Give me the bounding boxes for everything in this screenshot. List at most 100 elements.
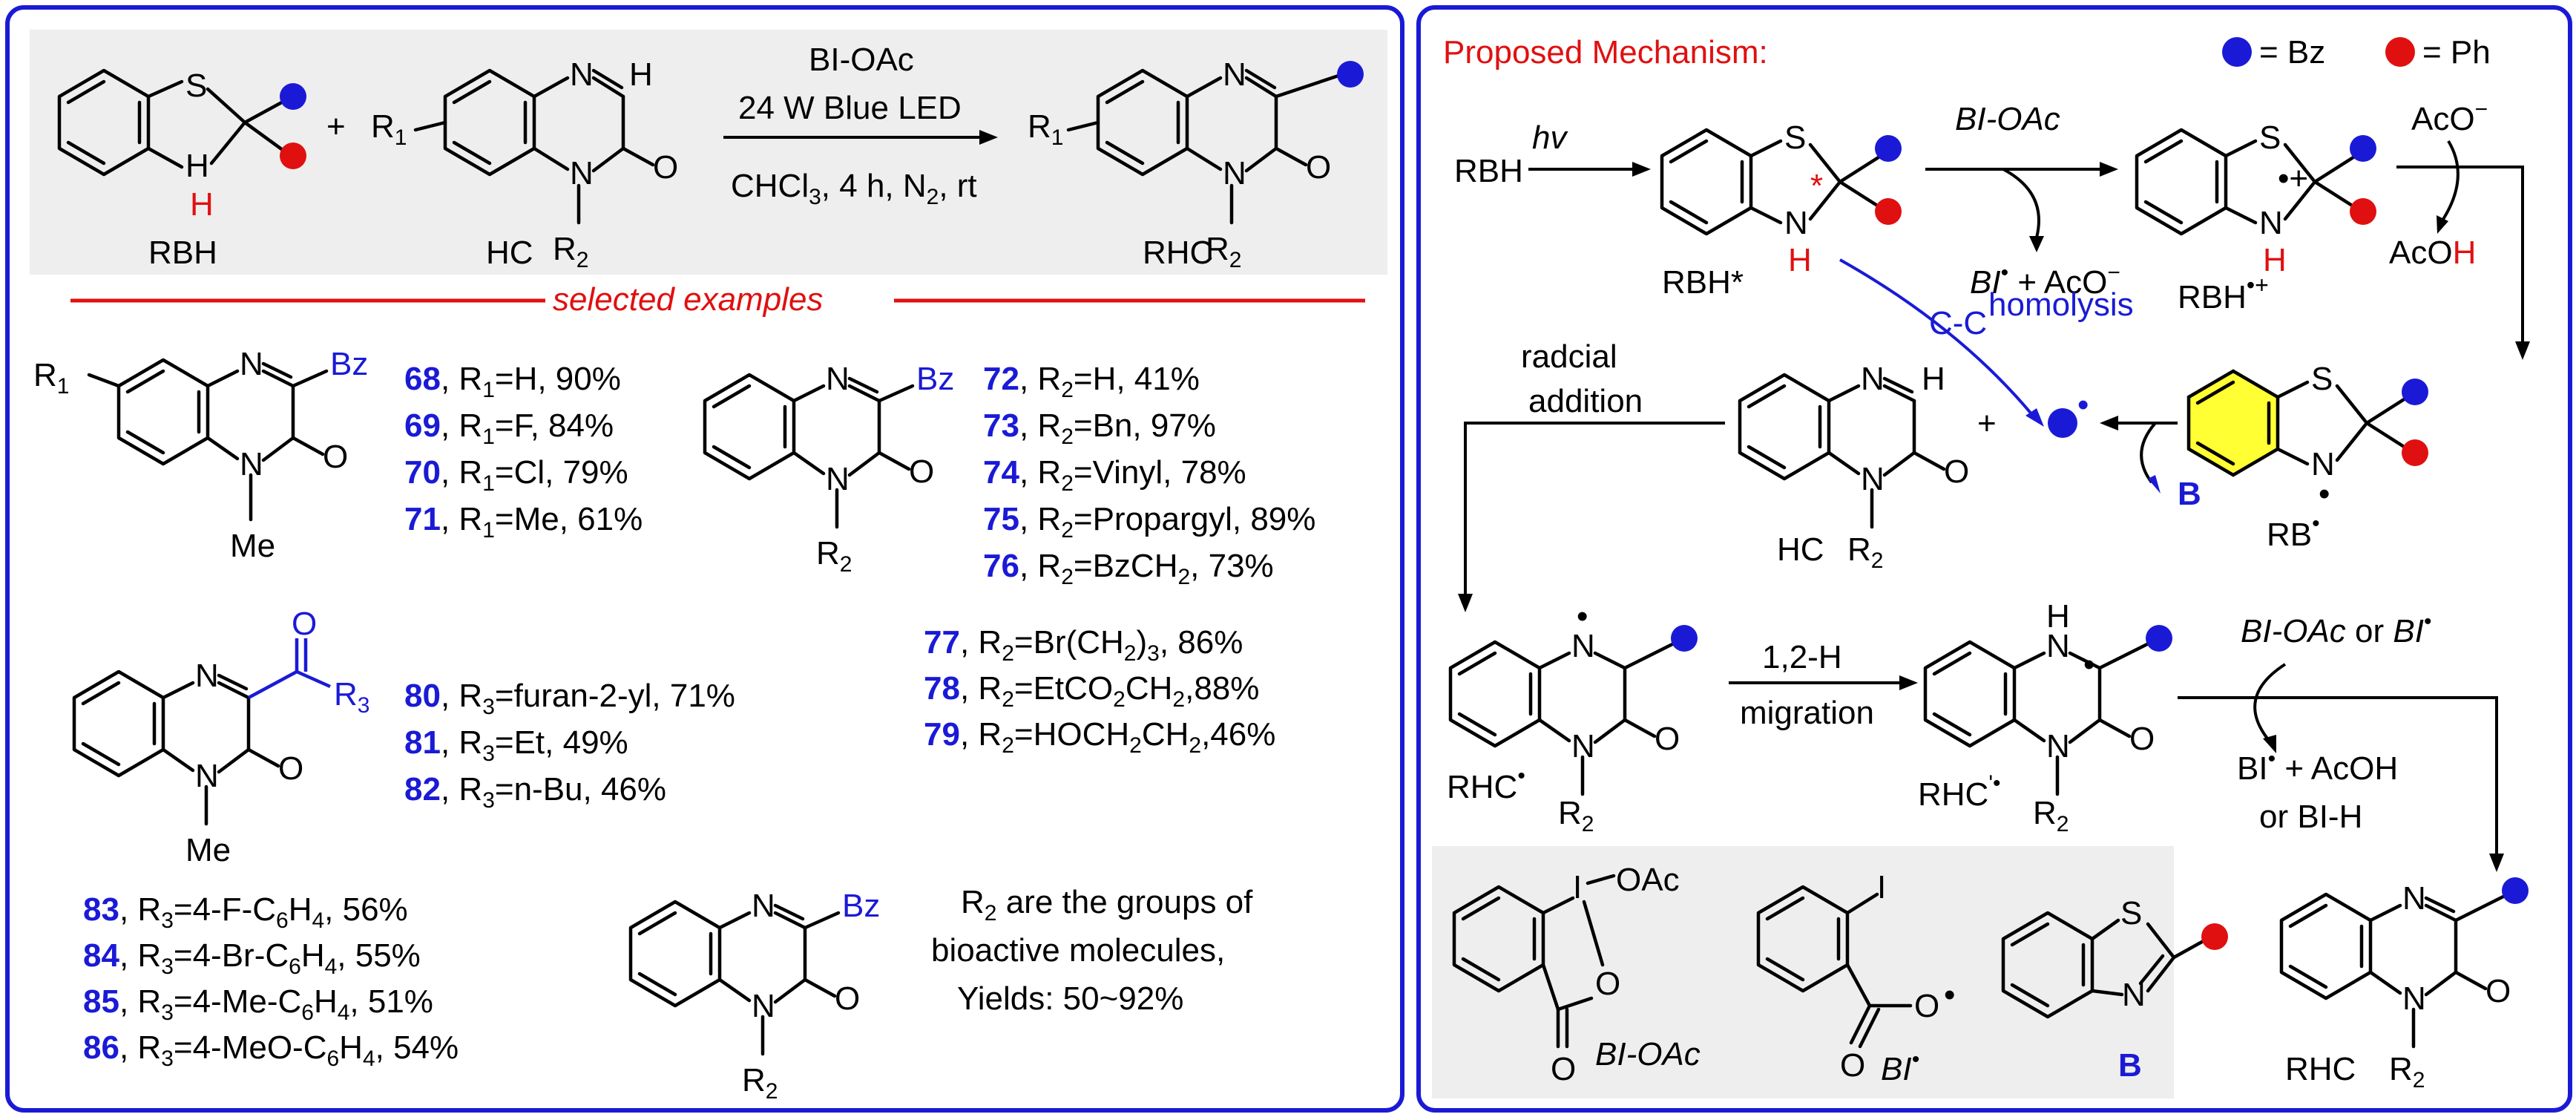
rhcf-n-top: N: [2402, 880, 2426, 917]
h-label: H: [185, 148, 209, 184]
svg-text:72, R2=H, 41%: 72, R2=H, 41%: [983, 361, 1200, 402]
bioac-structure: [1452, 874, 1616, 1049]
mech-hc-r2: R2: [1847, 531, 1883, 573]
mech-hc-label: HC: [1777, 531, 1824, 568]
ph-dot: [280, 143, 306, 169]
b-s: S: [2120, 895, 2142, 931]
rhc1-dot: •: [1577, 598, 1588, 635]
rbh-star-structure: [1660, 128, 1902, 236]
rhc1-r2: R2: [1558, 795, 1594, 836]
radical-addition-2: addition: [1528, 383, 1643, 419]
svg-text:81, R3=Et, 49%: 81, R3=Et, 49%: [404, 724, 628, 766]
ex1-o: O: [323, 439, 348, 475]
rhcf-o: O: [2485, 973, 2511, 1009]
ex3-o: O: [278, 750, 303, 787]
rbh-label: RBH: [148, 235, 217, 271]
bz-dot: [280, 83, 306, 110]
rhc-o: O: [1306, 149, 1331, 186]
bioac-i: I: [1573, 869, 1582, 905]
radcat-n: N: [2259, 205, 2283, 241]
rhc1-o: O: [1655, 721, 1680, 757]
hc-label: HC: [486, 235, 533, 271]
svg-text:78, R2=EtCO2CH2,88%: 78, R2=EtCO2CH2,88%: [924, 670, 1259, 712]
bi-o-dot: •: [1944, 977, 1955, 1013]
ex4-n-bottom: N: [752, 988, 775, 1024]
bioactive-line1: R2 are the groups of: [961, 884, 1253, 926]
rhc-final-structure: [2279, 877, 2529, 1049]
svg-text:86, R3=4-MeO-C6H4, 54%: 86, R3=4-MeO-C6H4, 54%: [83, 1029, 459, 1071]
ex3-o-carbonyl: O: [292, 606, 317, 642]
hc-n-bottom: N: [570, 155, 594, 191]
radcat-h: H: [2263, 242, 2287, 278]
migration-2: migration: [1740, 695, 1874, 731]
ex2-n-bottom: N: [826, 461, 850, 497]
example-structure-1: [87, 358, 329, 522]
rhc2-h: H: [2046, 598, 2070, 635]
migration-1: 1,2-H: [1762, 639, 1842, 675]
bottom-gray-box: [1432, 846, 2174, 1098]
b-structure: [2001, 911, 2228, 1019]
rhc-dot-label: RHC•: [1447, 764, 1525, 805]
right-panel-border: [1416, 5, 2572, 1113]
hc-h: H: [629, 56, 653, 93]
examples-group4: 80, R3=furan-2-yl, 71% 81, R3=Et, 49% 82…: [404, 678, 735, 813]
rhc-n-bottom: N: [1223, 155, 1246, 191]
selected-examples-label: selected examples: [553, 281, 823, 318]
rhcf-r2: R2: [2389, 1051, 2425, 1093]
mech-homolysis: homolysis: [1988, 286, 2134, 323]
ex1-n-bottom: N: [240, 446, 263, 482]
svg-text:74, R2=Vinyl, 78%: 74, R2=Vinyl, 78%: [983, 454, 1246, 496]
mech-b: B: [2178, 476, 2201, 512]
bioactive-line3: Yields: 50~92%: [957, 980, 1183, 1017]
mech-bioac-or: BI-OAc or BI•: [2241, 609, 2431, 649]
reagent-led: 24 W Blue LED: [738, 90, 962, 126]
hc-n-top: N: [570, 56, 594, 93]
reagent-conditions: CHCl3, 4 h, N2, rt: [731, 168, 977, 209]
mech-hc-h: H: [1922, 361, 1945, 397]
example-structure-4: [628, 900, 841, 1056]
svg-text:75, R2=Propargyl, 89%: 75, R2=Propargyl, 89%: [983, 501, 1315, 543]
ex1-bz: Bz: [330, 346, 368, 382]
rhc-n-top: N: [1223, 56, 1246, 93]
rb-radical-structure: [2186, 369, 2428, 477]
rhc2-n-top: N: [2046, 628, 2070, 664]
svg-text:80, R3=furan-2-yl, 71%: 80, R3=furan-2-yl, 71%: [404, 678, 735, 719]
svg-text:70, R1=Cl, 79%: 70, R1=Cl, 79%: [404, 454, 628, 496]
ex2-r2: R2: [816, 535, 852, 577]
mech-acoh: AcOH: [2389, 235, 2476, 271]
rhc-dot2-label: RHC'•: [1918, 771, 2001, 813]
mech-rbh: RBH: [1454, 153, 1523, 189]
ex3-n-bottom: N: [195, 758, 219, 794]
ex4-bz: Bz: [842, 888, 880, 924]
ex3-n-top: N: [195, 658, 219, 694]
plus-sign: +: [326, 108, 346, 145]
svg-text:79, R2=HOCH2CH2,46%: 79, R2=HOCH2CH2,46%: [924, 716, 1275, 758]
rhc-radical-1-structure: [1448, 625, 1698, 796]
left-panel-border: [5, 5, 1404, 1113]
radical-addition-1: radcial: [1521, 338, 1617, 375]
ex1-n-top: N: [240, 346, 263, 382]
rhc2-o: O: [2129, 721, 2155, 757]
ex3-me: Me: [185, 832, 231, 868]
rhc2-r2: R2: [2033, 795, 2069, 836]
mech-bioac: BI-OAc: [1955, 101, 2060, 137]
ex3-r3: R3: [334, 676, 369, 718]
rhc-structure: [1066, 61, 1364, 225]
ex4-r2: R2: [742, 1062, 778, 1104]
rbhstar-n: N: [1784, 205, 1808, 241]
rbhstar-s: S: [1784, 119, 1806, 156]
rhc-label: RHC: [1143, 235, 1213, 271]
ex1-me: Me: [230, 528, 275, 564]
mech-aco-minus: AcO−: [2411, 97, 2488, 137]
svg-text:69, R1=F, 84%: 69, R1=F, 84%: [404, 407, 614, 449]
b-n: N: [2122, 977, 2146, 1013]
ex2-o: O: [909, 453, 934, 490]
rhc1-n-bottom: N: [1571, 728, 1595, 764]
legend-ph: = Ph: [2422, 34, 2491, 71]
examples-group5: 83, R3=4-F-C6H4, 56% 84, R3=4-Br-C6H4, 5…: [83, 891, 459, 1071]
svg-text:71, R1=Me, 61%: 71, R1=Me, 61%: [404, 501, 643, 543]
bioactive-line2: bioactive molecules,: [931, 932, 1225, 969]
ex2-n-top: N: [826, 361, 850, 397]
bioac-o-carbonyl: O: [1551, 1051, 1576, 1087]
examples-group3: 77, R2=Br(CH2)3, 86% 78, R2=EtCO2CH2,88%…: [924, 624, 1275, 758]
